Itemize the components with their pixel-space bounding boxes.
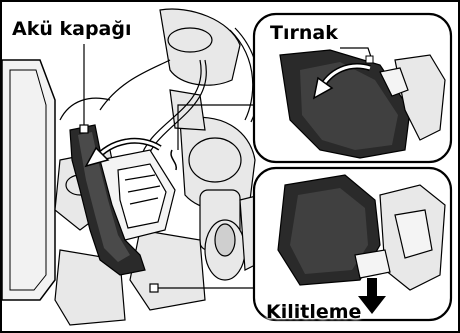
lock-detail-circle [254, 168, 451, 320]
battery-cover-label: Akü kapağı [8, 18, 135, 41]
tab-label: Tırnak [266, 22, 342, 45]
lock-label: Kilitleme [262, 301, 365, 324]
